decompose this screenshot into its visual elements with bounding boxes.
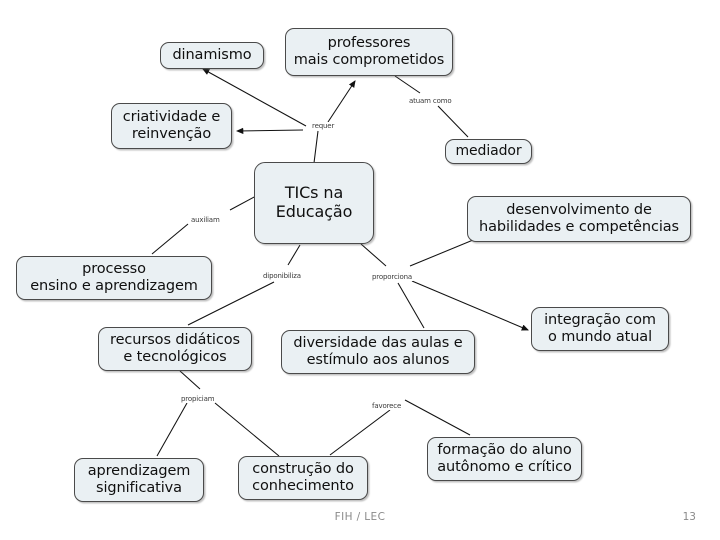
edge-recursos-propiciam [179, 370, 201, 390]
edge-propiciam-construcao [214, 402, 280, 457]
node-desenvolvimento-habilidades-competencias[interactable]: desenvolvimento de habilidades e competê… [467, 196, 691, 242]
edge-propiciam-aprendizagem [156, 402, 188, 457]
edge-requer-professores [327, 80, 356, 123]
slide-page-number: 13 [682, 511, 696, 523]
edge-label-favorece: favorece [371, 402, 403, 410]
node-dinamismo[interactable]: dinamismo [160, 42, 264, 69]
edge-tics-auxiliam [229, 195, 257, 211]
edge-label-propiciam: propiciam [180, 395, 216, 403]
node-processo-ensino-e-aprendizagem[interactable]: processo ensino e aprendizagem [16, 256, 212, 300]
edge-tics-requer [313, 130, 319, 164]
edge-label-atuam-como: atuam como [408, 97, 453, 105]
edge-professores-atuamcomo [394, 75, 421, 94]
edge-construcao-favorece [329, 409, 391, 456]
slide-footer-text: FIH / LEC [334, 511, 386, 523]
node-criatividade-e-reinvencao[interactable]: criatividade e reinvenção [111, 103, 232, 149]
edge-requer-criatividade [235, 127, 304, 135]
edge-proporciona-integracao [411, 280, 529, 331]
edge-label-requer: requer [311, 122, 336, 130]
node-tics-na-educacao[interactable]: TICs na Educação [254, 162, 374, 244]
edge-tics-proporciona [360, 243, 387, 267]
edge-label-diponibiliza: diponibiliza [262, 272, 302, 280]
node-formacao-do-aluno-autonomo-e-critico[interactable]: formação do aluno autônomo e crítico [427, 437, 582, 481]
edge-proporciona-diversidade [397, 282, 425, 329]
node-mediador[interactable]: mediador [445, 139, 532, 164]
edge-label-auxiliam: auxiliam [190, 216, 221, 224]
edge-label-proporciona: proporciona [371, 273, 414, 281]
node-construcao-do-conhecimento[interactable]: construção do conhecimento [238, 456, 368, 500]
node-professores-mais-comprometidos[interactable]: professores mais comprometidos [285, 28, 453, 76]
edge-tics-diponibiliza [287, 244, 301, 266]
node-integracao-com-o-mundo-atual[interactable]: integração com o mundo atual [531, 307, 669, 351]
edge-auxiliam-processo [151, 223, 189, 255]
node-recursos-didaticos-e-tecnologicos[interactable]: recursos didáticos e tecnológicos [98, 327, 252, 371]
node-aprendizagem-significativa[interactable]: aprendizagem significativa [74, 458, 204, 502]
edge-favorece-formacao [404, 399, 471, 436]
node-diversidade-das-aulas-e-estimulo-aos-alunos[interactable]: diversidade das aulas e estímulo aos alu… [281, 330, 475, 374]
edge-atuamcomo-mediador [437, 105, 469, 138]
